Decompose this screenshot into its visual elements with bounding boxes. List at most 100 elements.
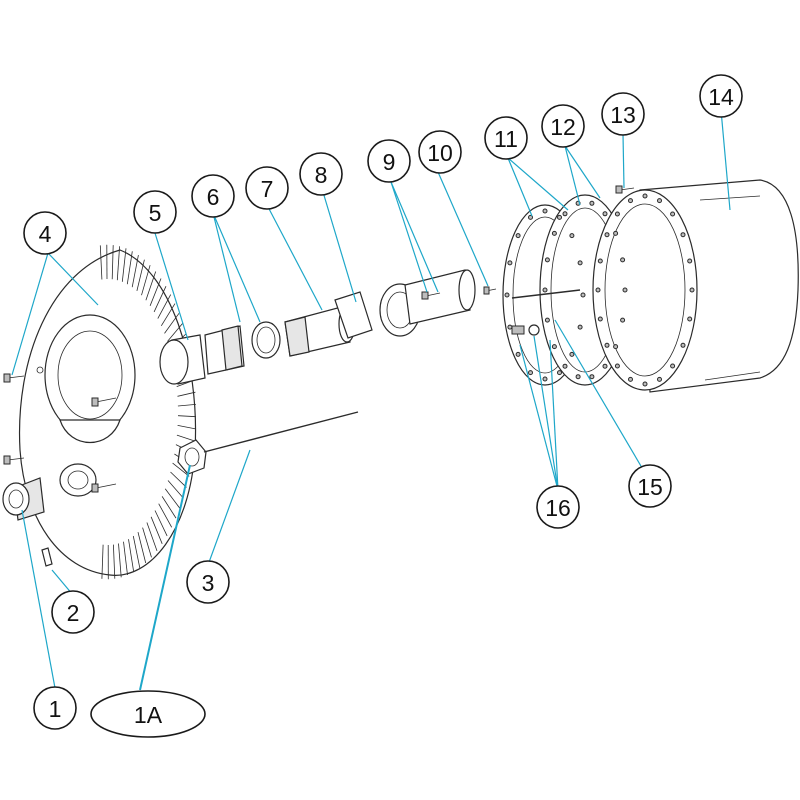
- bolt-hole: [613, 230, 619, 236]
- bolt-hole: [620, 257, 626, 263]
- grille-slot: [172, 462, 190, 477]
- callout-4-label: 4: [39, 221, 52, 247]
- callout-14: 14: [699, 74, 743, 118]
- bolt-hole: [542, 208, 548, 214]
- callout-5-label: 5: [149, 200, 162, 226]
- bolt-hole: [562, 211, 568, 217]
- callout-12: 12: [541, 104, 585, 148]
- bolt-hole: [622, 287, 628, 293]
- callout-11-label: 11: [494, 126, 518, 152]
- callout-3-label: 3: [202, 570, 215, 596]
- grille-slot: [128, 539, 135, 572]
- bolt-hole: [515, 351, 521, 357]
- callout-1a-label: 1A: [134, 702, 163, 728]
- grille-slot: [177, 404, 196, 407]
- part-2-pin: [41, 547, 53, 567]
- grille-slot: [137, 532, 147, 564]
- flange-bolt-pattern: [504, 193, 695, 387]
- bolt-hole: [642, 193, 648, 199]
- bolt-hole: [614, 363, 620, 369]
- callout-9: 9: [367, 139, 411, 183]
- callout-13: 13: [601, 92, 645, 136]
- bolt-hole: [580, 292, 586, 298]
- grille-slot: [111, 245, 114, 280]
- grille-slot: [142, 527, 152, 558]
- part-6-coupling: [204, 321, 281, 375]
- callout-5: 5: [133, 190, 177, 234]
- bolt-hole: [562, 363, 568, 369]
- grille-slot: [177, 425, 196, 430]
- grille-slot: [161, 496, 177, 519]
- bolt-hole: [557, 370, 562, 376]
- bolt-hole: [670, 211, 676, 217]
- bolt-hole: [507, 324, 513, 330]
- bolt-hole: [657, 376, 662, 382]
- bolt-hole: [602, 211, 608, 217]
- bolt-hole: [687, 316, 693, 322]
- grille-slot: [99, 245, 103, 280]
- grille-slot: [153, 286, 167, 313]
- faceplate-grille: [99, 244, 197, 580]
- callout-7: 7: [245, 166, 289, 210]
- bolt-hole: [577, 260, 583, 266]
- bolt-hole: [589, 200, 595, 206]
- grille-slot: [170, 471, 187, 488]
- bolt-hole: [557, 214, 562, 220]
- callout-1a: 1A: [90, 690, 206, 738]
- callout-1: 1: [33, 686, 77, 730]
- callout-13-label: 13: [610, 102, 636, 128]
- bolt-hole: [657, 198, 662, 204]
- callout-16-label: 16: [545, 495, 571, 521]
- grille-slot: [123, 541, 128, 576]
- part-15-rod: [511, 289, 581, 299]
- bolt-hole: [628, 376, 633, 382]
- bolt-hole: [614, 211, 620, 217]
- grille-slot: [121, 248, 127, 282]
- grille-slot: [118, 543, 122, 578]
- bolt-hole: [687, 258, 693, 264]
- bolt-hole: [504, 292, 510, 298]
- bolt-hole: [689, 287, 695, 293]
- bolt-hole: [620, 317, 626, 323]
- grille-slot: [160, 303, 176, 327]
- bolt-hole: [551, 344, 557, 350]
- callout-14-label: 14: [708, 84, 734, 110]
- callout-10: 10: [418, 130, 462, 174]
- part-1-nozzle: [2, 477, 45, 521]
- bolt-hole: [575, 374, 581, 380]
- callout-2-label: 2: [67, 600, 80, 626]
- bolt-hole: [597, 258, 603, 264]
- bolt-hole: [569, 351, 575, 357]
- grille-slot: [131, 255, 139, 288]
- grille-slot: [177, 415, 197, 418]
- callout-1-label: 1: [49, 696, 62, 722]
- grille-slot: [113, 544, 116, 579]
- callout-15: 15: [628, 464, 672, 508]
- callout-6: 6: [191, 174, 235, 218]
- grille-slot: [164, 313, 180, 334]
- bolt-hole: [544, 257, 550, 263]
- bolt-hole: [604, 342, 610, 348]
- grille-slot: [136, 259, 145, 291]
- grille-slot: [150, 516, 163, 544]
- grille-slot: [141, 265, 151, 296]
- callout-16: 16: [536, 485, 580, 529]
- part-1a-nut: [177, 439, 207, 475]
- bolt-hole: [628, 198, 633, 204]
- callout-11: 11: [484, 116, 528, 160]
- grille-slot: [146, 522, 158, 552]
- bolt-hole: [551, 230, 557, 236]
- part-4-faceplate: [3, 244, 197, 580]
- bolt-hole: [613, 344, 619, 350]
- bolt-hole: [642, 381, 648, 387]
- grille-slot: [177, 391, 196, 397]
- bolt-hole: [569, 233, 575, 239]
- callout-9-label: 9: [383, 149, 396, 175]
- callout-3: 3: [186, 560, 230, 604]
- part-13-screws: [615, 185, 635, 194]
- grille-slot: [116, 246, 120, 281]
- callout-15-label: 15: [637, 474, 663, 500]
- part-3-rod: [203, 411, 359, 453]
- bolt-hole: [515, 233, 521, 239]
